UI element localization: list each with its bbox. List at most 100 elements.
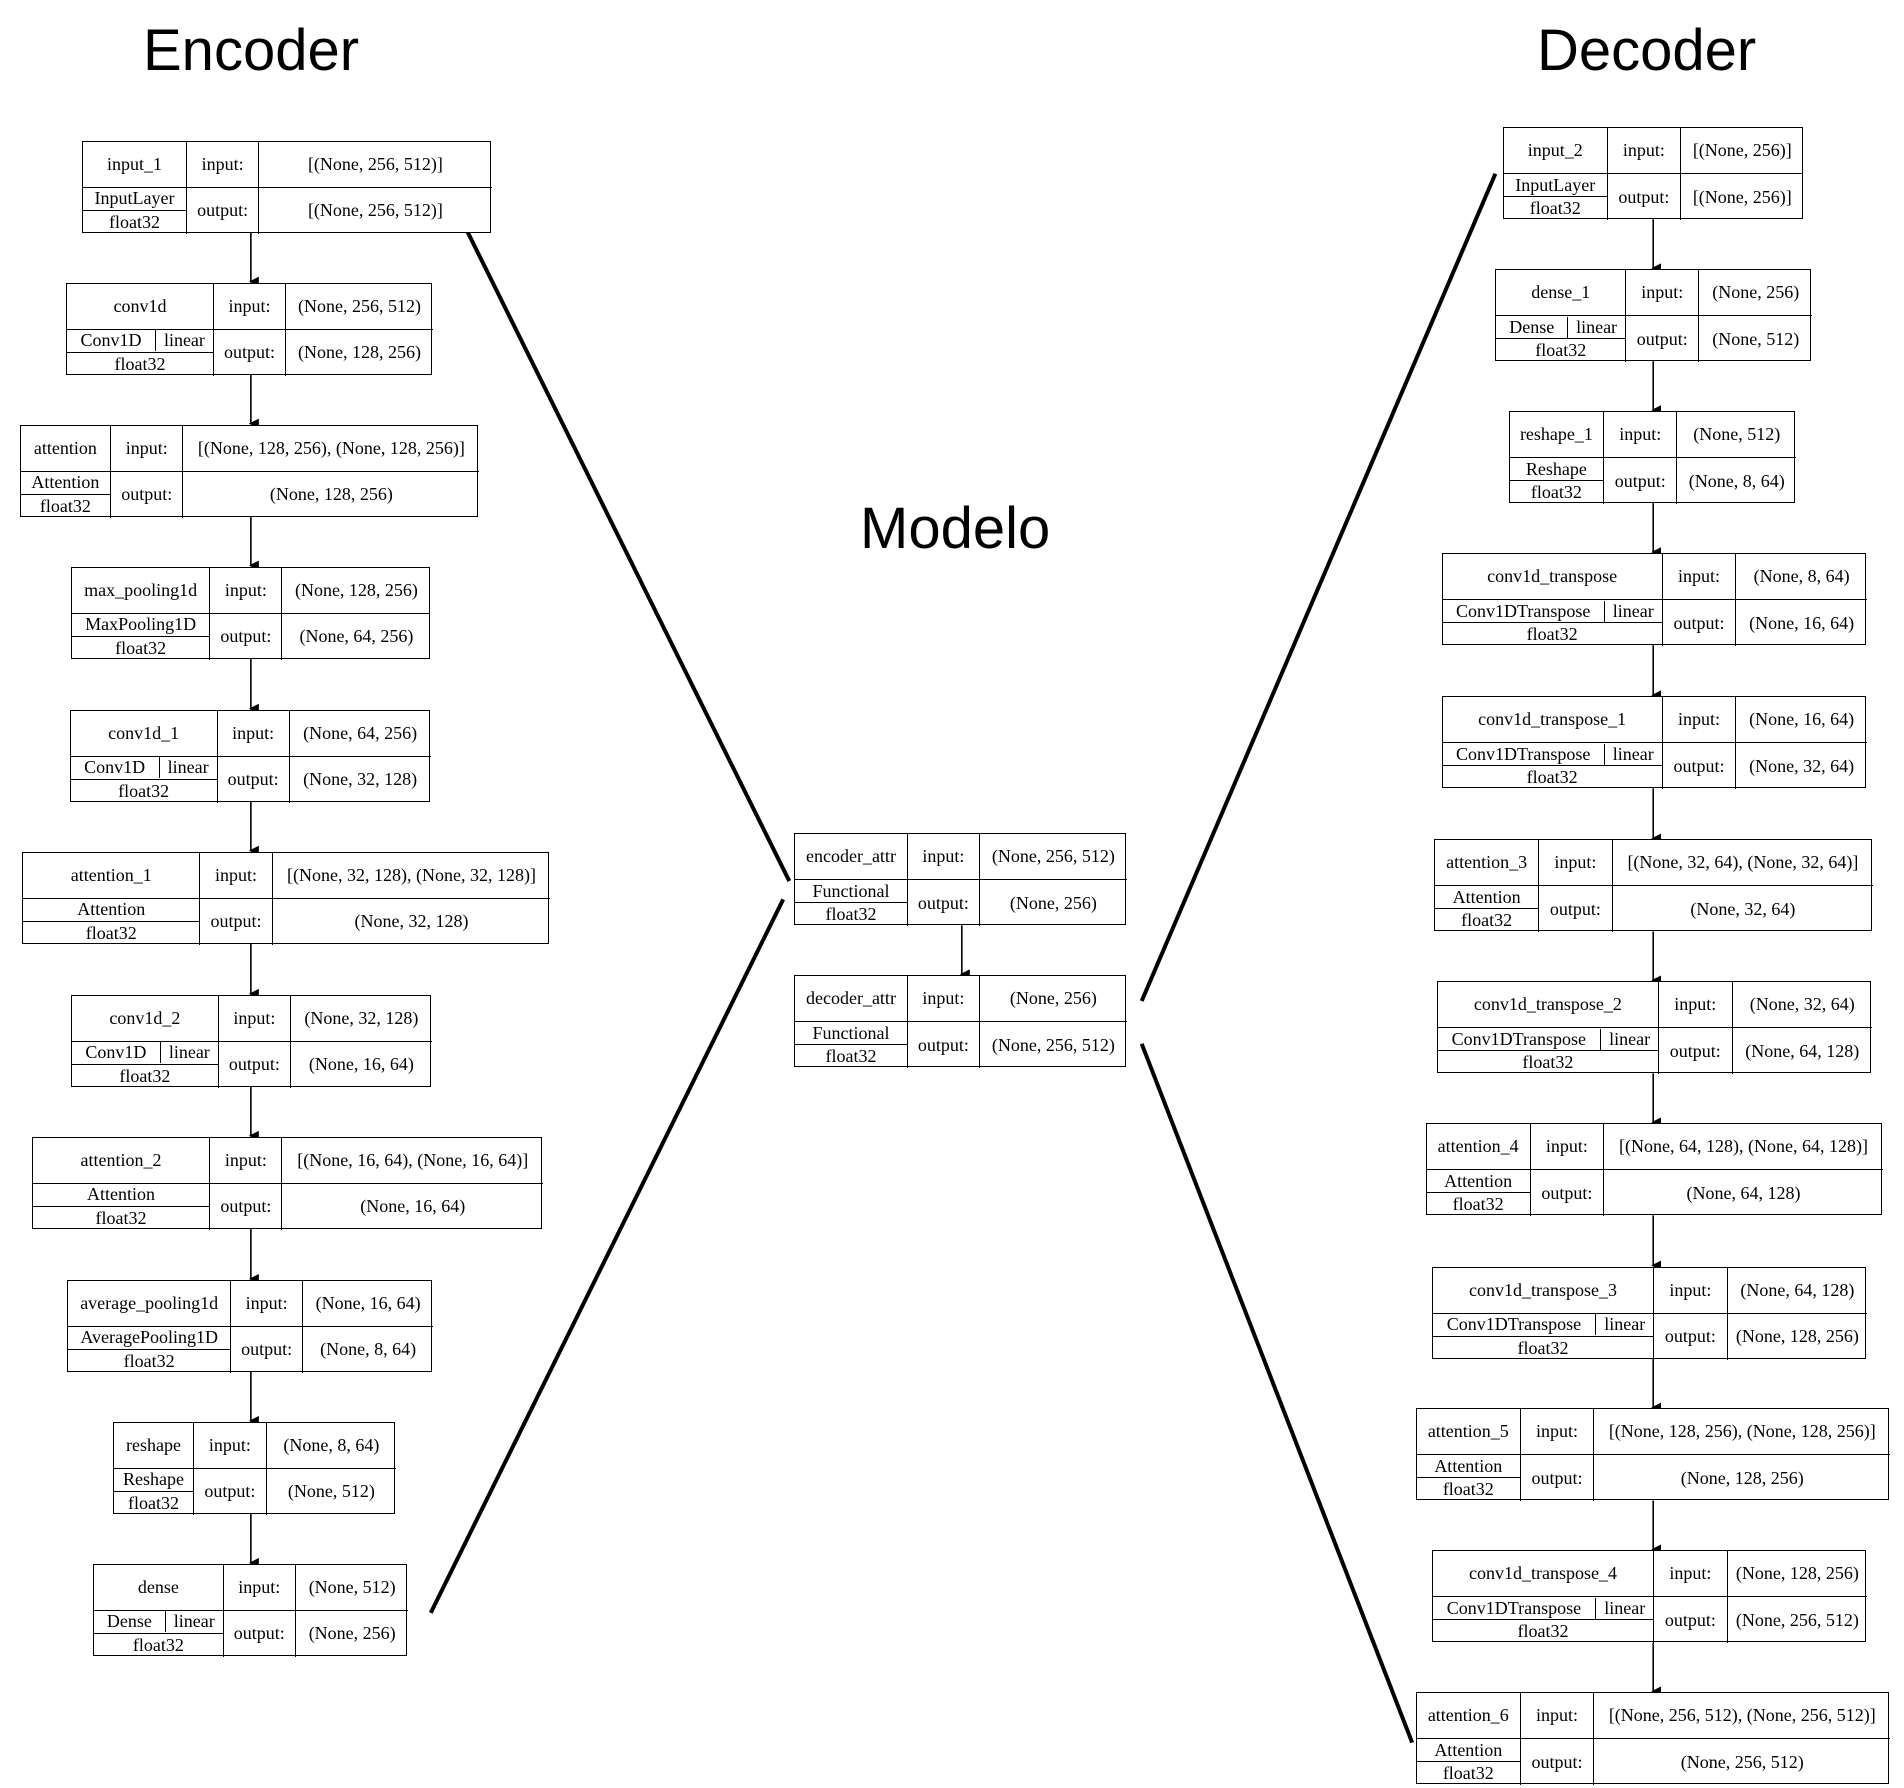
output-label: output: — [187, 187, 260, 234]
layer-name: average_pooling1d — [68, 1280, 232, 1327]
layer-class: Conv1D — [71, 757, 160, 779]
layer-dtype: float32 — [1443, 623, 1663, 647]
layer-class: Conv1DTranspose — [1443, 600, 1605, 622]
layer-name: conv1d_transpose_3 — [1432, 1267, 1655, 1314]
output-shape: (None, 16, 64) — [308, 1054, 414, 1075]
output-shape: (None, 512) — [1712, 328, 1800, 349]
input-label: input: — [1520, 1693, 1595, 1740]
output-label: output: — [218, 756, 290, 803]
output-label: output: — [1521, 1455, 1595, 1502]
layer-dtype: float32 — [114, 1491, 195, 1515]
layer-name: dense — [94, 1564, 224, 1611]
layer-dtype: float32 — [83, 210, 187, 234]
input-label: input: — [1654, 1267, 1728, 1314]
input-shape: (None, 128, 256) — [282, 568, 431, 614]
output-shape: (None, 16, 64) — [360, 1196, 466, 1217]
output-label: output: — [1654, 1597, 1728, 1644]
layer-dtype: float32 — [1417, 1762, 1521, 1786]
input-label: input: — [1662, 697, 1737, 744]
layer-class: Functional — [795, 1022, 908, 1046]
layer-name: attention — [20, 425, 112, 472]
layer-activation: linear — [163, 330, 205, 351]
input-label: input: — [1626, 270, 1700, 317]
output-label: output: — [1626, 316, 1700, 363]
input-shape: (None, 64, 128) — [1727, 1268, 1868, 1314]
encoder-title: Encoder — [143, 18, 360, 83]
input-label: input: — [1604, 412, 1678, 459]
input-label: input: — [907, 834, 980, 881]
layer-activation: linear — [173, 1611, 215, 1632]
output-shape: (None, 32, 128) — [354, 911, 469, 932]
layer-name: attention_2 — [32, 1137, 211, 1184]
layer-dtype: float32 — [1427, 1193, 1531, 1217]
input-label: input: — [1607, 128, 1682, 175]
input-label: input: — [200, 852, 273, 899]
output-shape: (None, 64, 128) — [1686, 1182, 1801, 1203]
output-shape: (None, 128, 256) — [1680, 1467, 1804, 1488]
layer-dtype: float32 — [23, 921, 201, 945]
input-shape: (None, 8, 64) — [266, 1423, 397, 1469]
input-shape: (None, 16, 64) — [303, 1281, 433, 1327]
layer-name: attention_5 — [1416, 1409, 1521, 1456]
layer-name: dense_1 — [1496, 270, 1627, 317]
input-shape: (None, 128, 256) — [1727, 1551, 1868, 1598]
input-shape: (None, 32, 64) — [1732, 982, 1873, 1029]
layer-dtype: float32 — [72, 1064, 219, 1088]
output-shape: (None, 256, 512) — [1680, 1751, 1804, 1772]
layer-class: Functional — [795, 880, 908, 904]
layer-activation: linear — [168, 1042, 210, 1063]
output-label: output: — [1539, 886, 1613, 933]
layer-class: Conv1DTranspose — [1438, 1028, 1602, 1050]
layer-dtype: float32 — [795, 903, 908, 927]
layer-class: Dense — [94, 1611, 166, 1633]
input-label: input: — [111, 425, 184, 472]
output-shape: (None, 128, 256) — [298, 342, 422, 363]
output-label: output: — [1663, 743, 1737, 790]
output-shape: (None, 32, 64) — [1690, 898, 1796, 919]
layer-name: attention_6 — [1416, 1693, 1521, 1740]
layer-class: Attention — [20, 471, 112, 495]
output-label: output: — [1604, 458, 1678, 505]
output-shape: (None, 256, 512) — [1735, 1609, 1859, 1630]
input-label: input: — [223, 1564, 296, 1611]
output-shape: (None, 256, 512) — [991, 1034, 1115, 1055]
input-shape: (None, 256) — [979, 976, 1127, 1023]
input-shape: [(None, 256)] — [1681, 128, 1804, 175]
output-shape: (None, 16, 64) — [1749, 612, 1855, 633]
output-label: output: — [210, 1183, 283, 1230]
layer-name: conv1d_transpose_2 — [1437, 982, 1660, 1029]
layer-name: attention_3 — [1435, 840, 1540, 887]
output-shape: (None, 32, 128) — [303, 769, 418, 790]
layer-activation: linear — [167, 757, 209, 778]
layer-activation: linear — [1612, 743, 1654, 764]
layer-dtype: float32 — [21, 494, 112, 518]
layer-name: attention_4 — [1426, 1124, 1531, 1171]
layer-class: Attention — [1416, 1455, 1521, 1479]
output-label: output: — [1663, 600, 1737, 647]
layer-class: Attention — [32, 1183, 211, 1207]
layer-dtype: float32 — [1504, 197, 1608, 221]
output-shape: (None, 128, 256) — [1735, 1326, 1859, 1347]
layer-name: input_2 — [1503, 128, 1608, 175]
output-label: output: — [908, 1022, 980, 1069]
input-label: input: — [1654, 1551, 1728, 1598]
layer-dtype: float32 — [94, 1633, 224, 1657]
input-shape: (None, 256, 512) — [286, 284, 433, 330]
output-shape: (None, 512) — [287, 1481, 375, 1502]
layer-class: Conv1DTranspose — [1433, 1597, 1597, 1619]
layer-name: conv1d_2 — [71, 995, 219, 1042]
output-shape: [(None, 256)] — [1692, 186, 1792, 207]
output-label: output: — [214, 329, 287, 376]
layer-dtype: float32 — [1417, 1478, 1521, 1502]
input-shape: [(None, 32, 64), (None, 32, 64)] — [1612, 840, 1874, 887]
